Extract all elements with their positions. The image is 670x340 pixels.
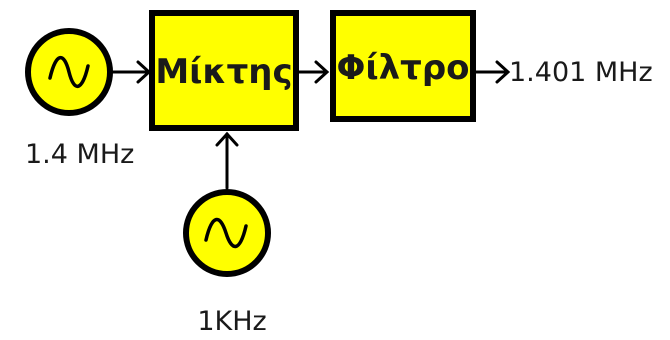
arrow-mixer-to-filter — [297, 60, 330, 84]
mixer-label: Μίκτης — [155, 52, 292, 92]
mixer-block: Μίκτης — [149, 10, 299, 131]
arrow-filter-to-output — [474, 60, 511, 84]
filter-label: Φίλτρο — [336, 48, 469, 88]
output-frequency-label: 1.401 MHz — [509, 57, 653, 88]
sine-wave-icon — [48, 56, 90, 88]
local-oscillator-source — [183, 189, 271, 277]
arrow-oscillator-to-mixer — [215, 131, 239, 190]
oscillator-frequency-label: 1KHz — [197, 306, 266, 337]
arrow-carrier-to-mixer — [110, 60, 152, 84]
carrier-source — [25, 28, 113, 116]
carrier-frequency-label: 1.4 MHz — [25, 139, 134, 170]
sine-wave-icon — [204, 217, 248, 249]
filter-block: Φίλτρο — [330, 10, 476, 122]
